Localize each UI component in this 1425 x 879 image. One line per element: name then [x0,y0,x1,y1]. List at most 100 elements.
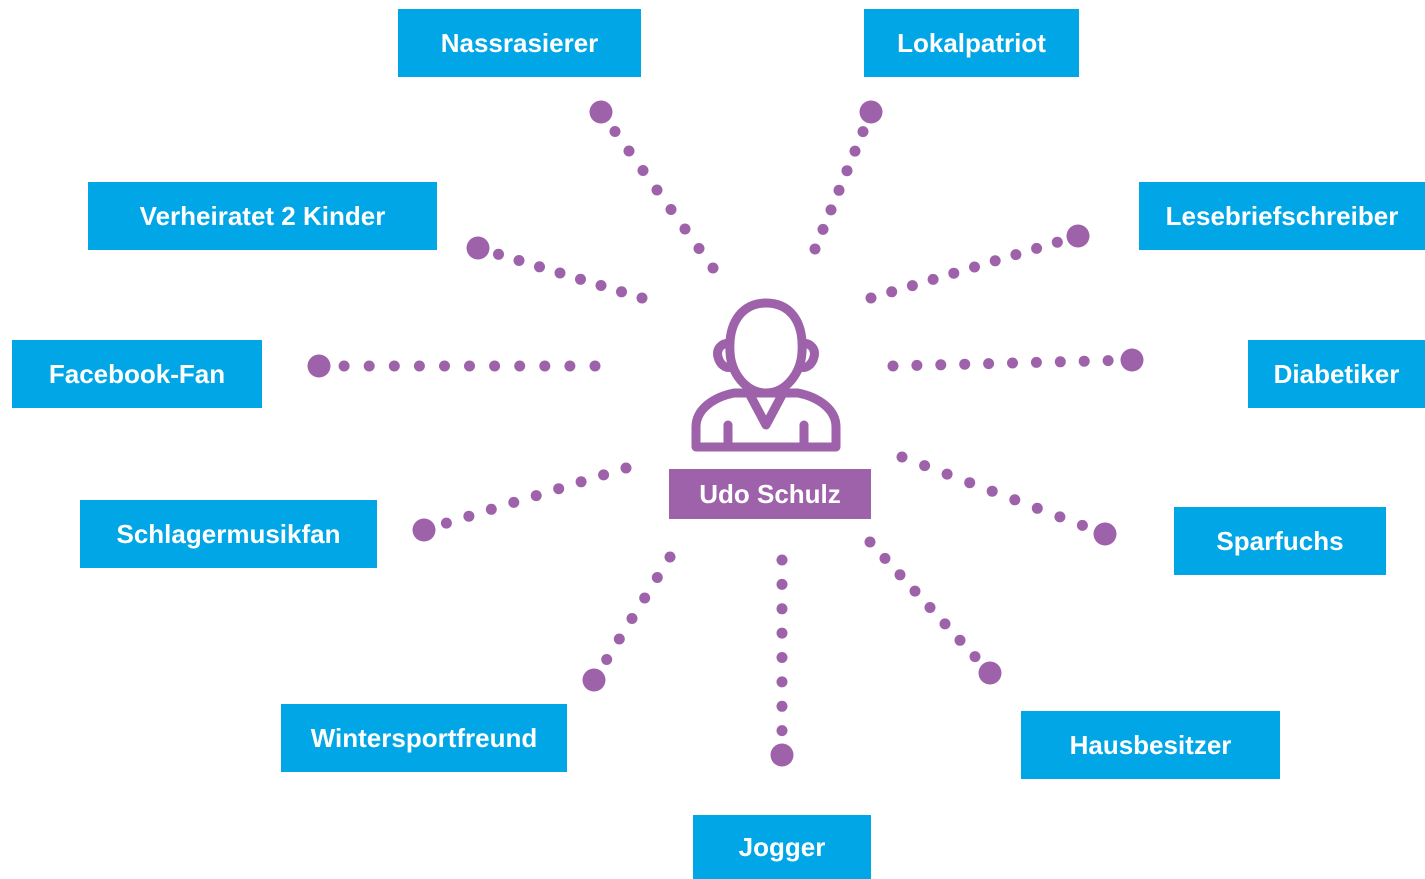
connector-dot [639,592,651,604]
connector-dot [1054,511,1066,523]
connector-dot [964,477,976,489]
ray-jogger [770,554,794,767]
connector-dot [896,451,908,463]
connector-dot [651,184,663,196]
connector-dot [1010,249,1022,261]
connector-dot [620,462,632,474]
connector-dot [1031,242,1043,254]
tag-wintersportfreund: Wintersportfreund [281,704,567,772]
connector-dot [439,360,450,372]
connector-dot [651,572,663,583]
connector-dot [776,578,788,590]
connector-dot [948,267,960,279]
connector-end-dot [1066,224,1090,248]
tag-hausbesitzer: Hausbesitzer [1021,711,1280,779]
connector-dot [679,223,691,235]
tag-facebook-fan: Facebook-Fan [12,340,262,408]
connector-dot [613,633,625,645]
connector-dot [776,603,788,615]
connector-dot [959,358,971,370]
ray-lesebriefschreiber [865,224,1090,304]
connector-end-dot [1120,348,1144,372]
connector-dot [707,262,719,274]
ray-nassrasierer [589,100,719,274]
connector-dot [693,243,705,254]
connector-dot [969,651,981,663]
ray-hausbesitzer [864,536,1002,685]
connector-dot [886,286,898,298]
connector-dot [413,360,425,372]
connector-dot [539,360,551,372]
connector-dot [554,267,566,279]
connector-dot [776,700,788,712]
connector-dot [1009,494,1021,506]
connector-dot [906,280,918,292]
connector-dot [887,360,899,372]
tag-label: Verheiratet 2 Kinder [139,200,386,231]
connector-dot [857,126,869,138]
ray-verheiratet [466,236,648,304]
connector-dot [841,165,853,177]
connector-dot [388,360,400,372]
connector-dot [939,618,951,630]
connector-dot [1078,355,1090,367]
connector-dot [1007,357,1018,369]
connector-dot [616,286,627,298]
ray-facebook-fan [307,354,601,378]
connector-end-dot [859,100,883,124]
center-name-badge: Udo Schulz [669,469,871,519]
connector-dot [927,273,939,285]
connector-dot [609,126,621,137]
connector-dot [489,360,501,372]
person-icon [691,298,841,452]
connector-dot [598,469,610,481]
ray-schlagermusikfan [412,462,632,542]
connector-dot [924,602,936,613]
connector-dot [989,255,1001,267]
connector-dot [909,585,921,597]
tag-label: Nassrasierer [440,27,599,58]
tag-label: Diabetiker [1273,358,1400,389]
tag-label: Schlagermusikfan [116,518,341,549]
connector-dot [464,360,475,372]
connector-dot [1051,236,1063,248]
connector-dot [776,652,788,663]
connector-dot [589,360,601,372]
connector-dot [530,490,542,502]
ray-lokalpatriot [809,100,883,255]
connector-end-dot [466,236,490,260]
ray-diabetiker [887,348,1144,372]
connector-end-dot [1093,522,1117,546]
connector-dot [508,496,520,508]
connector-dot [514,360,526,372]
connector-end-dot [589,100,613,124]
connector-dot [776,554,788,566]
tag-label: Lesebriefschreiber [1165,200,1399,231]
connector-dot [911,359,923,371]
connector-end-dot [582,668,606,692]
connector-dot [493,248,504,260]
connector-dot [575,273,586,285]
connector-dot [935,359,947,371]
connector-dot [919,460,931,472]
connector-dot [809,243,821,255]
connector-dot [986,485,998,497]
connector-dot [513,255,525,266]
connector-end-dot [307,354,331,378]
connector-dot [1102,355,1114,367]
connector-dot [817,223,829,235]
tag-jogger: Jogger [693,815,871,879]
tag-schlagermusikfan: Schlagermusikfan [80,500,377,568]
connector-dot [1031,502,1043,514]
connector-dot [463,510,475,522]
connector-dot [485,503,497,515]
connector-dot [623,145,635,157]
tag-nassrasierer: Nassrasierer [398,9,641,77]
connector-end-dot [978,661,1002,685]
connector-dot [564,360,576,372]
connector-dot [865,292,877,304]
connector-dot [864,536,876,548]
tag-label: Facebook-Fan [48,358,226,389]
connector-dot [575,476,587,488]
